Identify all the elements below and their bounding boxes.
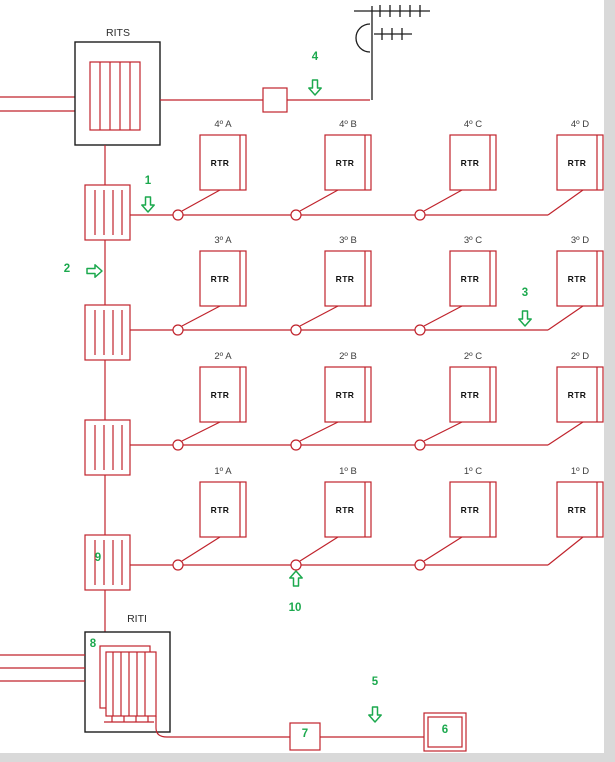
rtr-box <box>556 250 604 307</box>
unit-label: 1º D <box>570 466 590 477</box>
unit-label: 2º C <box>463 351 483 362</box>
unit-label: 3º C <box>463 235 483 246</box>
rtr-label: RTR <box>335 505 355 515</box>
unit-label: 2º D <box>570 351 590 362</box>
floor-1-rtr-boxes <box>199 481 604 538</box>
riser-distributor-f3 <box>84 304 131 361</box>
rtr-label: RTR <box>335 390 355 400</box>
rtr-box <box>449 134 497 191</box>
marker-3: 3 <box>521 287 529 299</box>
rits-cabinet <box>89 61 141 131</box>
unit-label: 2º A <box>214 351 232 362</box>
rtr-box <box>324 366 372 423</box>
unit-label: 3º D <box>570 235 590 246</box>
antenna-icon <box>354 5 430 100</box>
splice-box <box>262 87 288 113</box>
connector-box-7 <box>289 722 321 751</box>
floor-4-rtr-boxes <box>199 134 604 191</box>
riti-label: RITI <box>127 613 147 625</box>
feeder-lines-top <box>0 96 75 112</box>
riser-distributor-f4 <box>84 184 131 241</box>
unit-label: 4º D <box>570 119 590 130</box>
marker-7: 7 <box>301 728 309 740</box>
ground-run <box>155 712 467 752</box>
terminal-box-6-inner <box>427 716 463 748</box>
rits-label: RITS <box>106 27 130 39</box>
rtr-label: RTR <box>567 274 587 284</box>
rtr-label: RTR <box>567 390 587 400</box>
page-edge-bottom <box>0 753 615 762</box>
rtr-label: RTR <box>460 274 480 284</box>
marker-6: 6 <box>441 724 449 736</box>
rtr-box <box>199 250 247 307</box>
marker-8: 8 <box>89 638 97 650</box>
floor-3-rtr-boxes <box>199 250 604 307</box>
rtr-label: RTR <box>335 274 355 284</box>
marker-5: 5 <box>371 676 379 688</box>
rtr-label: RTR <box>210 390 230 400</box>
rtr-box <box>324 134 372 191</box>
rtr-box <box>449 250 497 307</box>
rtr-label: RTR <box>567 158 587 168</box>
riti-cabinet <box>99 645 157 723</box>
unit-label: 3º A <box>214 235 232 246</box>
unit-label: 2º B <box>339 351 357 362</box>
rtr-label: RTR <box>460 158 480 168</box>
floor-2-wiring <box>130 421 584 451</box>
rtr-label: RTR <box>567 505 587 515</box>
arrow-3-down <box>518 310 532 327</box>
rtr-label: RTR <box>460 390 480 400</box>
marker-1: 1 <box>144 175 152 187</box>
unit-label: 4º A <box>214 119 232 130</box>
rtr-box <box>556 134 604 191</box>
rtr-label: RTR <box>335 158 355 168</box>
marker-10: 10 <box>288 602 302 614</box>
rtr-box <box>449 481 497 538</box>
arrow-2-right <box>86 264 103 278</box>
rtr-box <box>556 366 604 423</box>
page-edge-right <box>604 0 615 762</box>
rtr-label: RTR <box>460 505 480 515</box>
rtr-box <box>324 250 372 307</box>
floor-2-rtr-boxes <box>199 366 604 423</box>
rtr-label: RTR <box>210 505 230 515</box>
unit-label: 1º B <box>339 466 357 477</box>
floor-4-wiring <box>130 189 584 221</box>
unit-label: 1º C <box>463 466 483 477</box>
arrow-4-down <box>308 79 322 96</box>
unit-label: 4º B <box>339 119 357 130</box>
riser-distributor-f2 <box>84 419 131 476</box>
rtr-box <box>199 366 247 423</box>
rtr-label: RTR <box>210 158 230 168</box>
rtr-box <box>556 481 604 538</box>
terminal-box-6 <box>423 712 467 752</box>
rtr-box <box>449 366 497 423</box>
feeder-lines-bottom <box>0 654 85 682</box>
marker-2: 2 <box>63 263 71 275</box>
unit-label: 4º C <box>463 119 483 130</box>
rtr-box <box>199 134 247 191</box>
riser-distributor-f1 <box>84 534 131 591</box>
arrow-5-down <box>368 706 382 723</box>
antenna-feed-line <box>160 87 370 113</box>
arrow-10-up <box>289 570 303 587</box>
rtr-label: RTR <box>210 274 230 284</box>
floor-1-wiring <box>130 536 584 571</box>
unit-label: 1º A <box>214 466 232 477</box>
floor-3-wiring <box>130 305 584 336</box>
rtr-box <box>324 481 372 538</box>
rtr-box <box>199 481 247 538</box>
arrow-1-down <box>141 196 155 213</box>
marker-9: 9 <box>94 552 102 564</box>
marker-4: 4 <box>311 51 319 63</box>
unit-label: 3º B <box>339 235 357 246</box>
